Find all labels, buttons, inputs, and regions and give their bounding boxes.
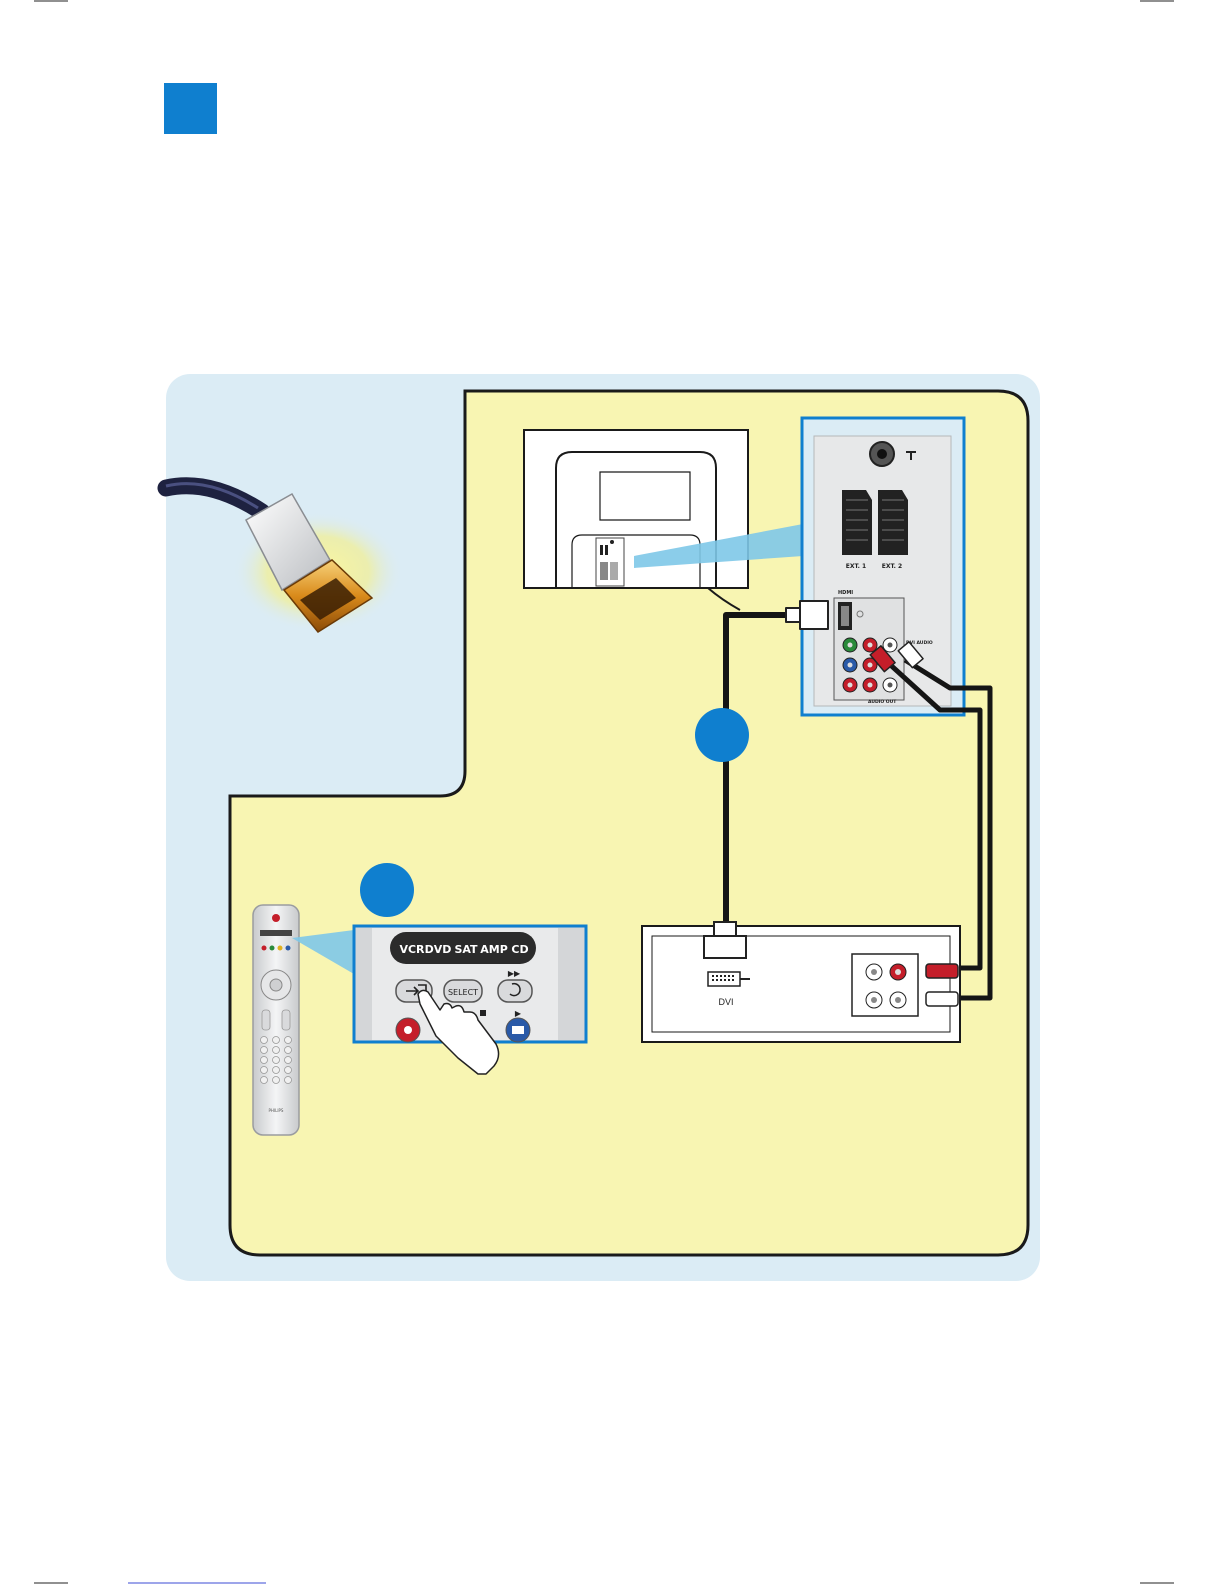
circle-marker-icon bbox=[360, 863, 414, 917]
dvi-label: DVI bbox=[718, 997, 733, 1007]
remote-brand-label: PHILIPS bbox=[269, 1108, 284, 1113]
play-icon: ▶ bbox=[515, 1009, 522, 1018]
hdmi-port-label: HDMI bbox=[838, 590, 853, 596]
mode-button-cd[interactable]: CD bbox=[511, 943, 528, 956]
ext2-label: EXT. 2 bbox=[882, 563, 902, 570]
stop-icon bbox=[480, 1010, 486, 1016]
square-step-icon bbox=[164, 83, 217, 134]
fast-forward-icon: ▶▶ bbox=[508, 969, 521, 978]
tv-back-view bbox=[524, 430, 748, 610]
mode-button-vcr[interactable]: VCR bbox=[399, 943, 425, 956]
remote-control: PHILIPS bbox=[253, 905, 299, 1135]
select-button-label: SELECT bbox=[448, 988, 478, 997]
mode-button-amp[interactable]: AMP bbox=[480, 943, 508, 956]
mode-button-sat[interactable]: SAT bbox=[454, 943, 478, 956]
ext1-label: EXT. 1 bbox=[846, 563, 866, 570]
audio-out-label: AUDIO OUT bbox=[868, 699, 897, 705]
circle-marker-icon bbox=[695, 708, 749, 762]
external-device: DVI bbox=[642, 922, 960, 1042]
mode-button-dvd[interactable]: DVD bbox=[425, 943, 452, 956]
